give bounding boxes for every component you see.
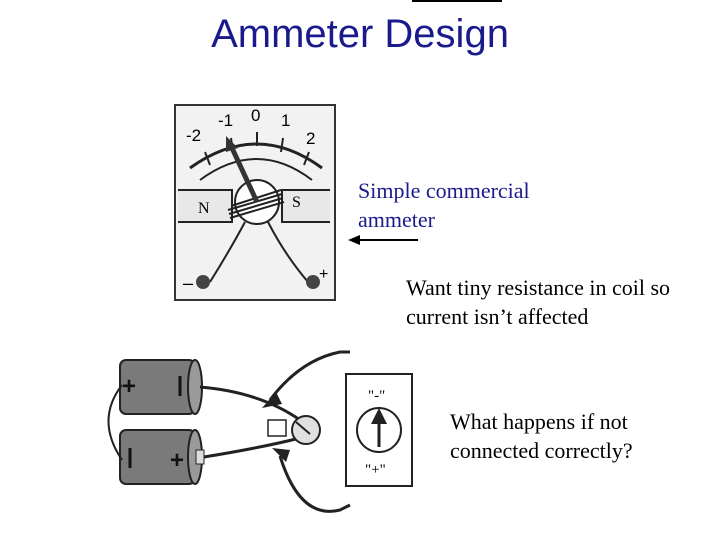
note-tiny-resistance: Want tiny resistance in coil so current …: [406, 275, 670, 329]
small-meter-needle: [295, 421, 311, 435]
wire-lower-loop: [278, 455, 351, 513]
wire-battery-link: [107, 384, 123, 461]
wire-left: [209, 221, 246, 283]
pointer-arrow: [348, 235, 418, 245]
battery-top-end: [187, 359, 203, 415]
note-simple-ammeter: Simple commercial ammeter: [358, 178, 530, 232]
terminal-negative-label: –: [183, 273, 193, 293]
wire-bottom-to-meter: [203, 436, 301, 459]
terminal-positive: [306, 275, 320, 289]
scale-label-0: 0: [251, 106, 260, 125]
battery-top-plus: +: [122, 373, 136, 400]
scale-label-1: 1: [281, 111, 290, 130]
terminal-positive-label: +: [319, 266, 328, 283]
scale-label-neg2: -2: [186, 126, 201, 145]
small-meter-body: [267, 419, 287, 437]
terminal-negative: [196, 275, 210, 289]
circuit-illustration: + + "-" "+": [107, 350, 413, 513]
magnet-south: [281, 189, 330, 223]
scale-label-2: 2: [306, 129, 315, 148]
ammeter-illustration: -2 -1 0 1 2 N S – +: [174, 104, 336, 301]
battery-bottom-nub: [195, 449, 205, 465]
wire-upper-loop: [268, 350, 350, 401]
scale-label-neg1: -1: [218, 111, 233, 130]
wire-right: [267, 221, 309, 283]
wire-top-to-meter: [199, 385, 301, 422]
scale-arc-inner: [199, 158, 313, 181]
battery-bottom-plus: +: [170, 447, 184, 474]
label-plus-quoted: "+": [365, 462, 386, 478]
wire-arrow-top: [262, 392, 282, 408]
needle-tip: [226, 136, 238, 152]
slide-title: Ammeter Design: [211, 12, 509, 56]
wire-arrow-bottom: [272, 448, 290, 462]
top-decorative-line: [412, 0, 502, 2]
needle: [229, 146, 260, 204]
label-minus-quoted: "-": [368, 388, 385, 404]
ammeter-symbol-arrow-head: [371, 408, 387, 424]
note-connected-correctly: What happens if not connected correctly?: [450, 409, 633, 463]
magnet-north-label: N: [198, 200, 210, 217]
magnet-south-label: S: [292, 194, 301, 211]
